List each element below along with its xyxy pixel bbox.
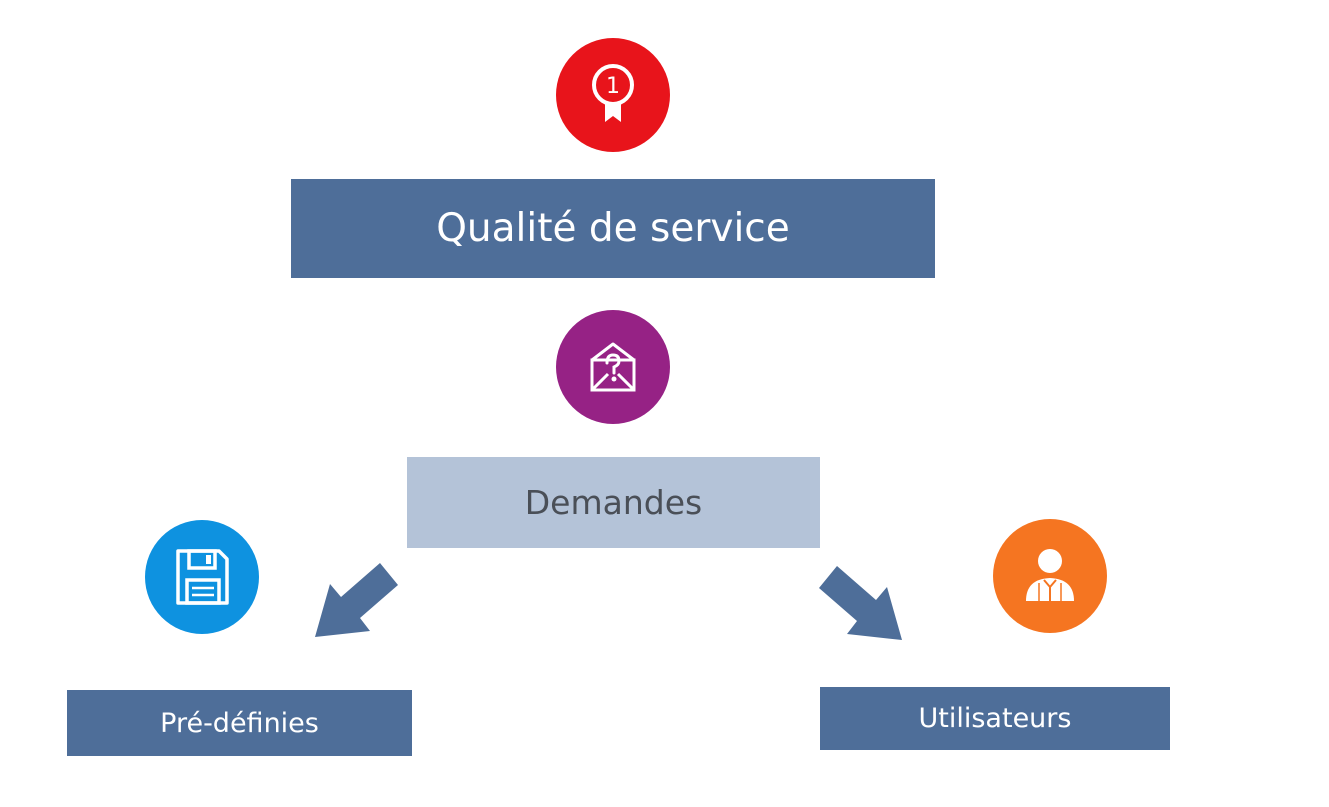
demandes-box: Demandes xyxy=(407,457,820,548)
arrow-to-predefinies xyxy=(315,563,398,637)
award-ribbon-icon: 1 xyxy=(556,38,670,152)
arrow-to-utilisateurs xyxy=(819,566,902,640)
award-badge-number: 1 xyxy=(606,74,620,99)
utilisateurs-box: Utilisateurs xyxy=(820,687,1170,750)
predefinies-box: Pré-définies xyxy=(67,690,412,756)
utilisateurs-label: Utilisateurs xyxy=(918,703,1072,734)
quality-of-service-box: Qualité de service xyxy=(291,179,935,278)
floppy-disk-icon xyxy=(145,520,259,634)
envelope-question-icon xyxy=(556,310,670,424)
demandes-label: Demandes xyxy=(524,483,703,522)
quality-of-service-label: Qualité de service xyxy=(436,206,790,251)
user-icon xyxy=(993,519,1107,633)
predefinies-label: Pré-définies xyxy=(160,707,319,739)
